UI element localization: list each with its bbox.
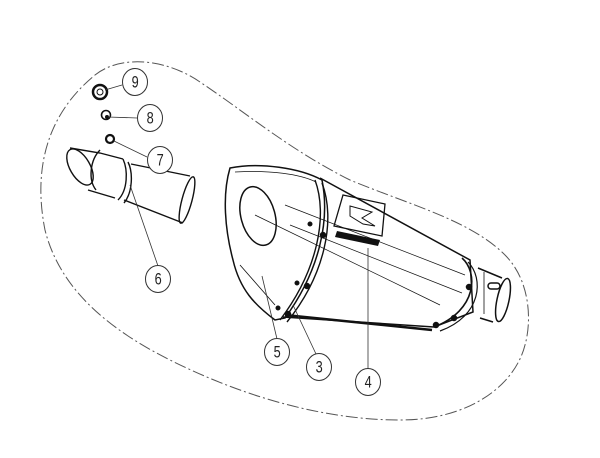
leader-lines: [104, 84, 369, 369]
callout-7: 7: [147, 145, 173, 175]
part-7-washer: [104, 133, 116, 145]
callout-8: 8: [137, 103, 163, 133]
callout-6: 6: [145, 264, 171, 294]
brand-badge: [333, 194, 386, 246]
callout-3-label: 3: [315, 357, 323, 377]
callout-5-label: 5: [273, 342, 281, 362]
callout-9: 9: [122, 67, 148, 97]
part-9-grommet: [91, 83, 109, 101]
part-8-nut: [100, 109, 112, 121]
callout-4-label: 4: [364, 372, 372, 392]
part-6-baffle-tube: [66, 147, 196, 224]
callout-5: 5: [264, 337, 290, 367]
callout-9-label: 9: [131, 72, 139, 92]
part-3-front-clamp: [275, 179, 329, 323]
callout-7-label: 7: [156, 150, 164, 170]
callout-6-label: 6: [154, 269, 162, 289]
callout-4: 4: [355, 367, 381, 397]
callout-8-label: 8: [146, 108, 154, 128]
assembly-boundary: [40, 61, 529, 421]
part-5-end-cap: [224, 164, 326, 321]
part-4-silencer-body: [254, 177, 512, 332]
callout-3: 3: [306, 352, 332, 382]
